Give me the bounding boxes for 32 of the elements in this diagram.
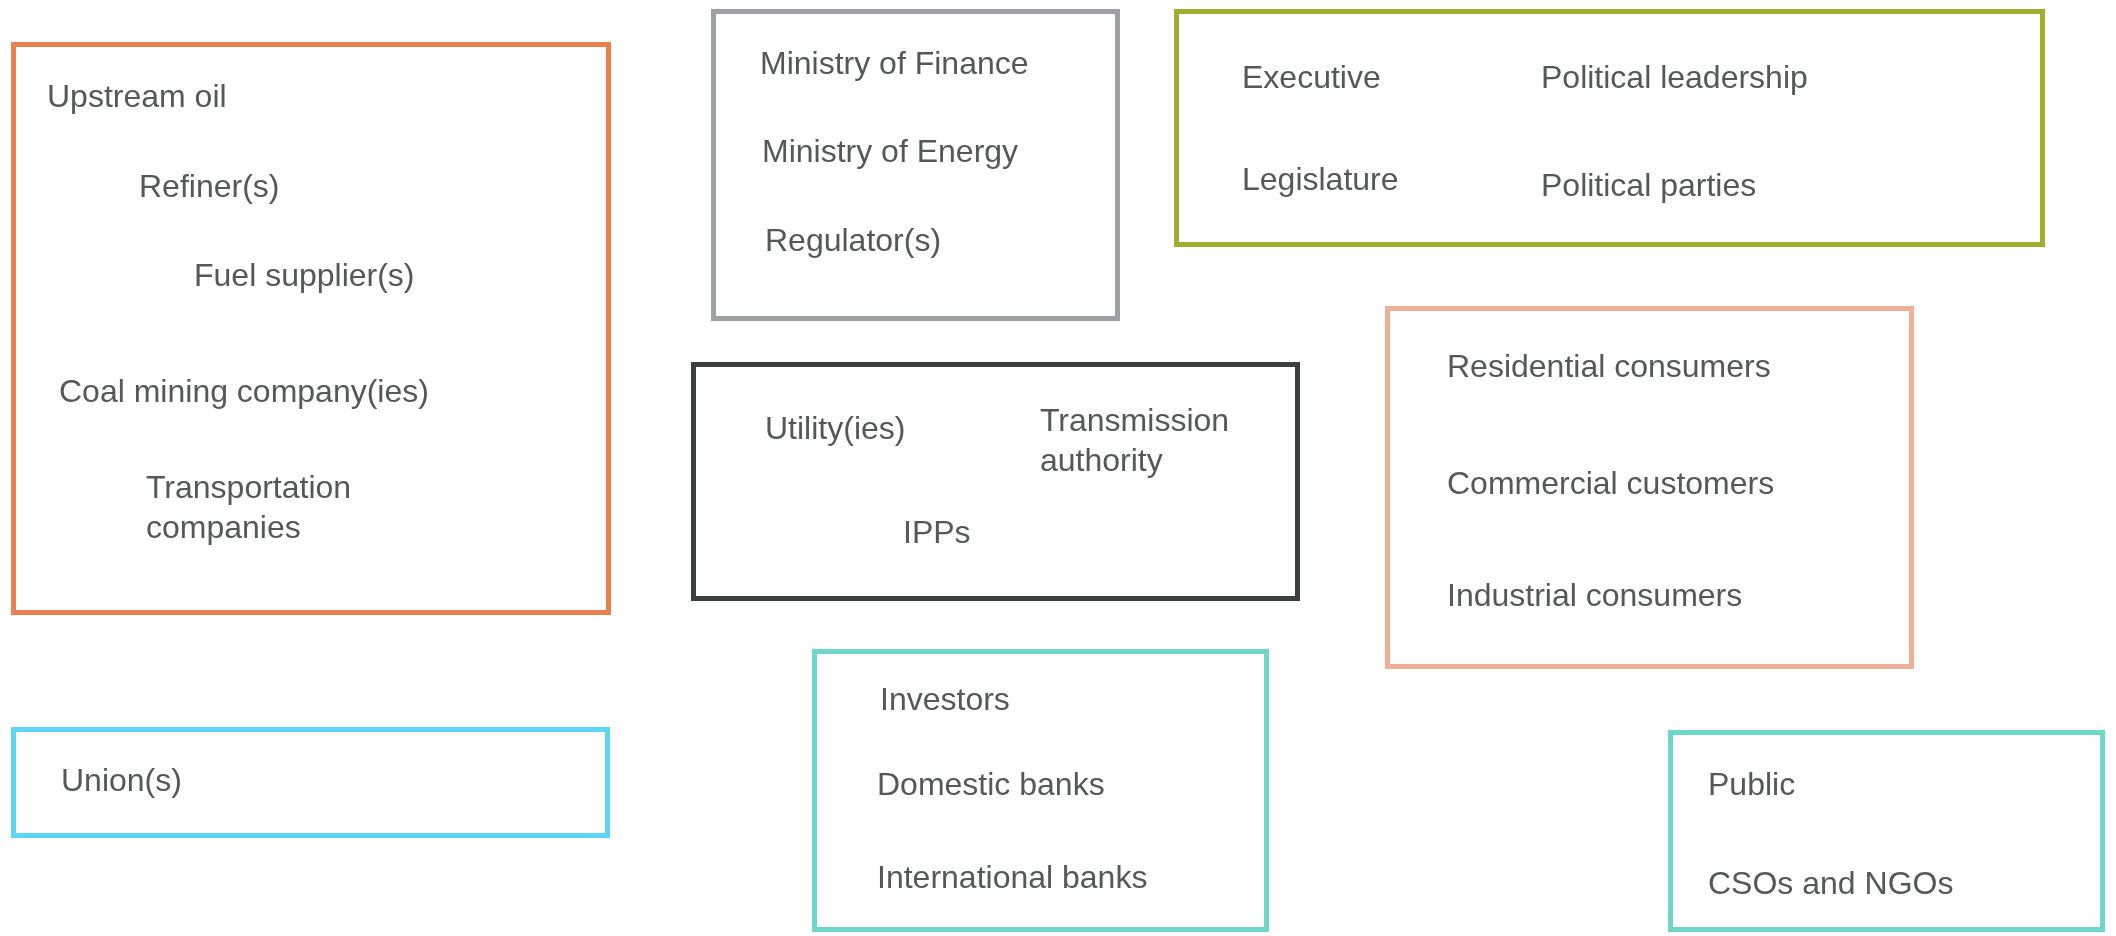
group-box — [1174, 9, 2045, 247]
stakeholder-label: Public — [1708, 765, 1796, 804]
stakeholder-label: Political leadership — [1541, 58, 1808, 97]
stakeholder-label: Investors — [880, 680, 1010, 719]
stakeholder-label: Ministry of Finance — [760, 44, 1029, 83]
stakeholder-label: Commercial customers — [1447, 464, 1775, 503]
stakeholder-label: Legislature — [1242, 160, 1399, 199]
stakeholder-label: Union(s) — [61, 761, 182, 800]
stakeholder-label: Coal mining company(ies) — [59, 372, 429, 411]
stakeholder-label: Transmission authority — [1040, 401, 1231, 480]
stakeholder-label: Residential consumers — [1447, 347, 1771, 386]
group-box — [691, 362, 1300, 601]
group-box — [812, 649, 1269, 932]
stakeholder-label: Refiner(s) — [139, 167, 280, 206]
stakeholder-label: Political parties — [1541, 166, 1757, 205]
stakeholder-label: Fuel supplier(s) — [194, 256, 415, 295]
stakeholder-label: IPPs — [903, 513, 971, 552]
stakeholder-label: Ministry of Energy — [762, 132, 1019, 171]
stakeholder-label: Domestic banks — [877, 765, 1105, 804]
stakeholder-label: Regulator(s) — [765, 221, 942, 260]
stakeholder-label: Upstream oil — [47, 77, 227, 116]
stakeholder-label: Executive — [1242, 58, 1381, 97]
group-box — [1385, 306, 1914, 669]
group-box — [11, 727, 610, 838]
stakeholder-label: CSOs and NGOs — [1708, 864, 1954, 903]
stakeholder-label: Utility(ies) — [765, 409, 906, 448]
group-box — [11, 42, 611, 615]
stakeholder-label: Industrial consumers — [1447, 576, 1743, 615]
stakeholder-label: Transportation companies — [146, 468, 353, 547]
stakeholder-label: International banks — [877, 858, 1148, 897]
group-box — [711, 9, 1120, 321]
group-box — [1668, 730, 2105, 932]
